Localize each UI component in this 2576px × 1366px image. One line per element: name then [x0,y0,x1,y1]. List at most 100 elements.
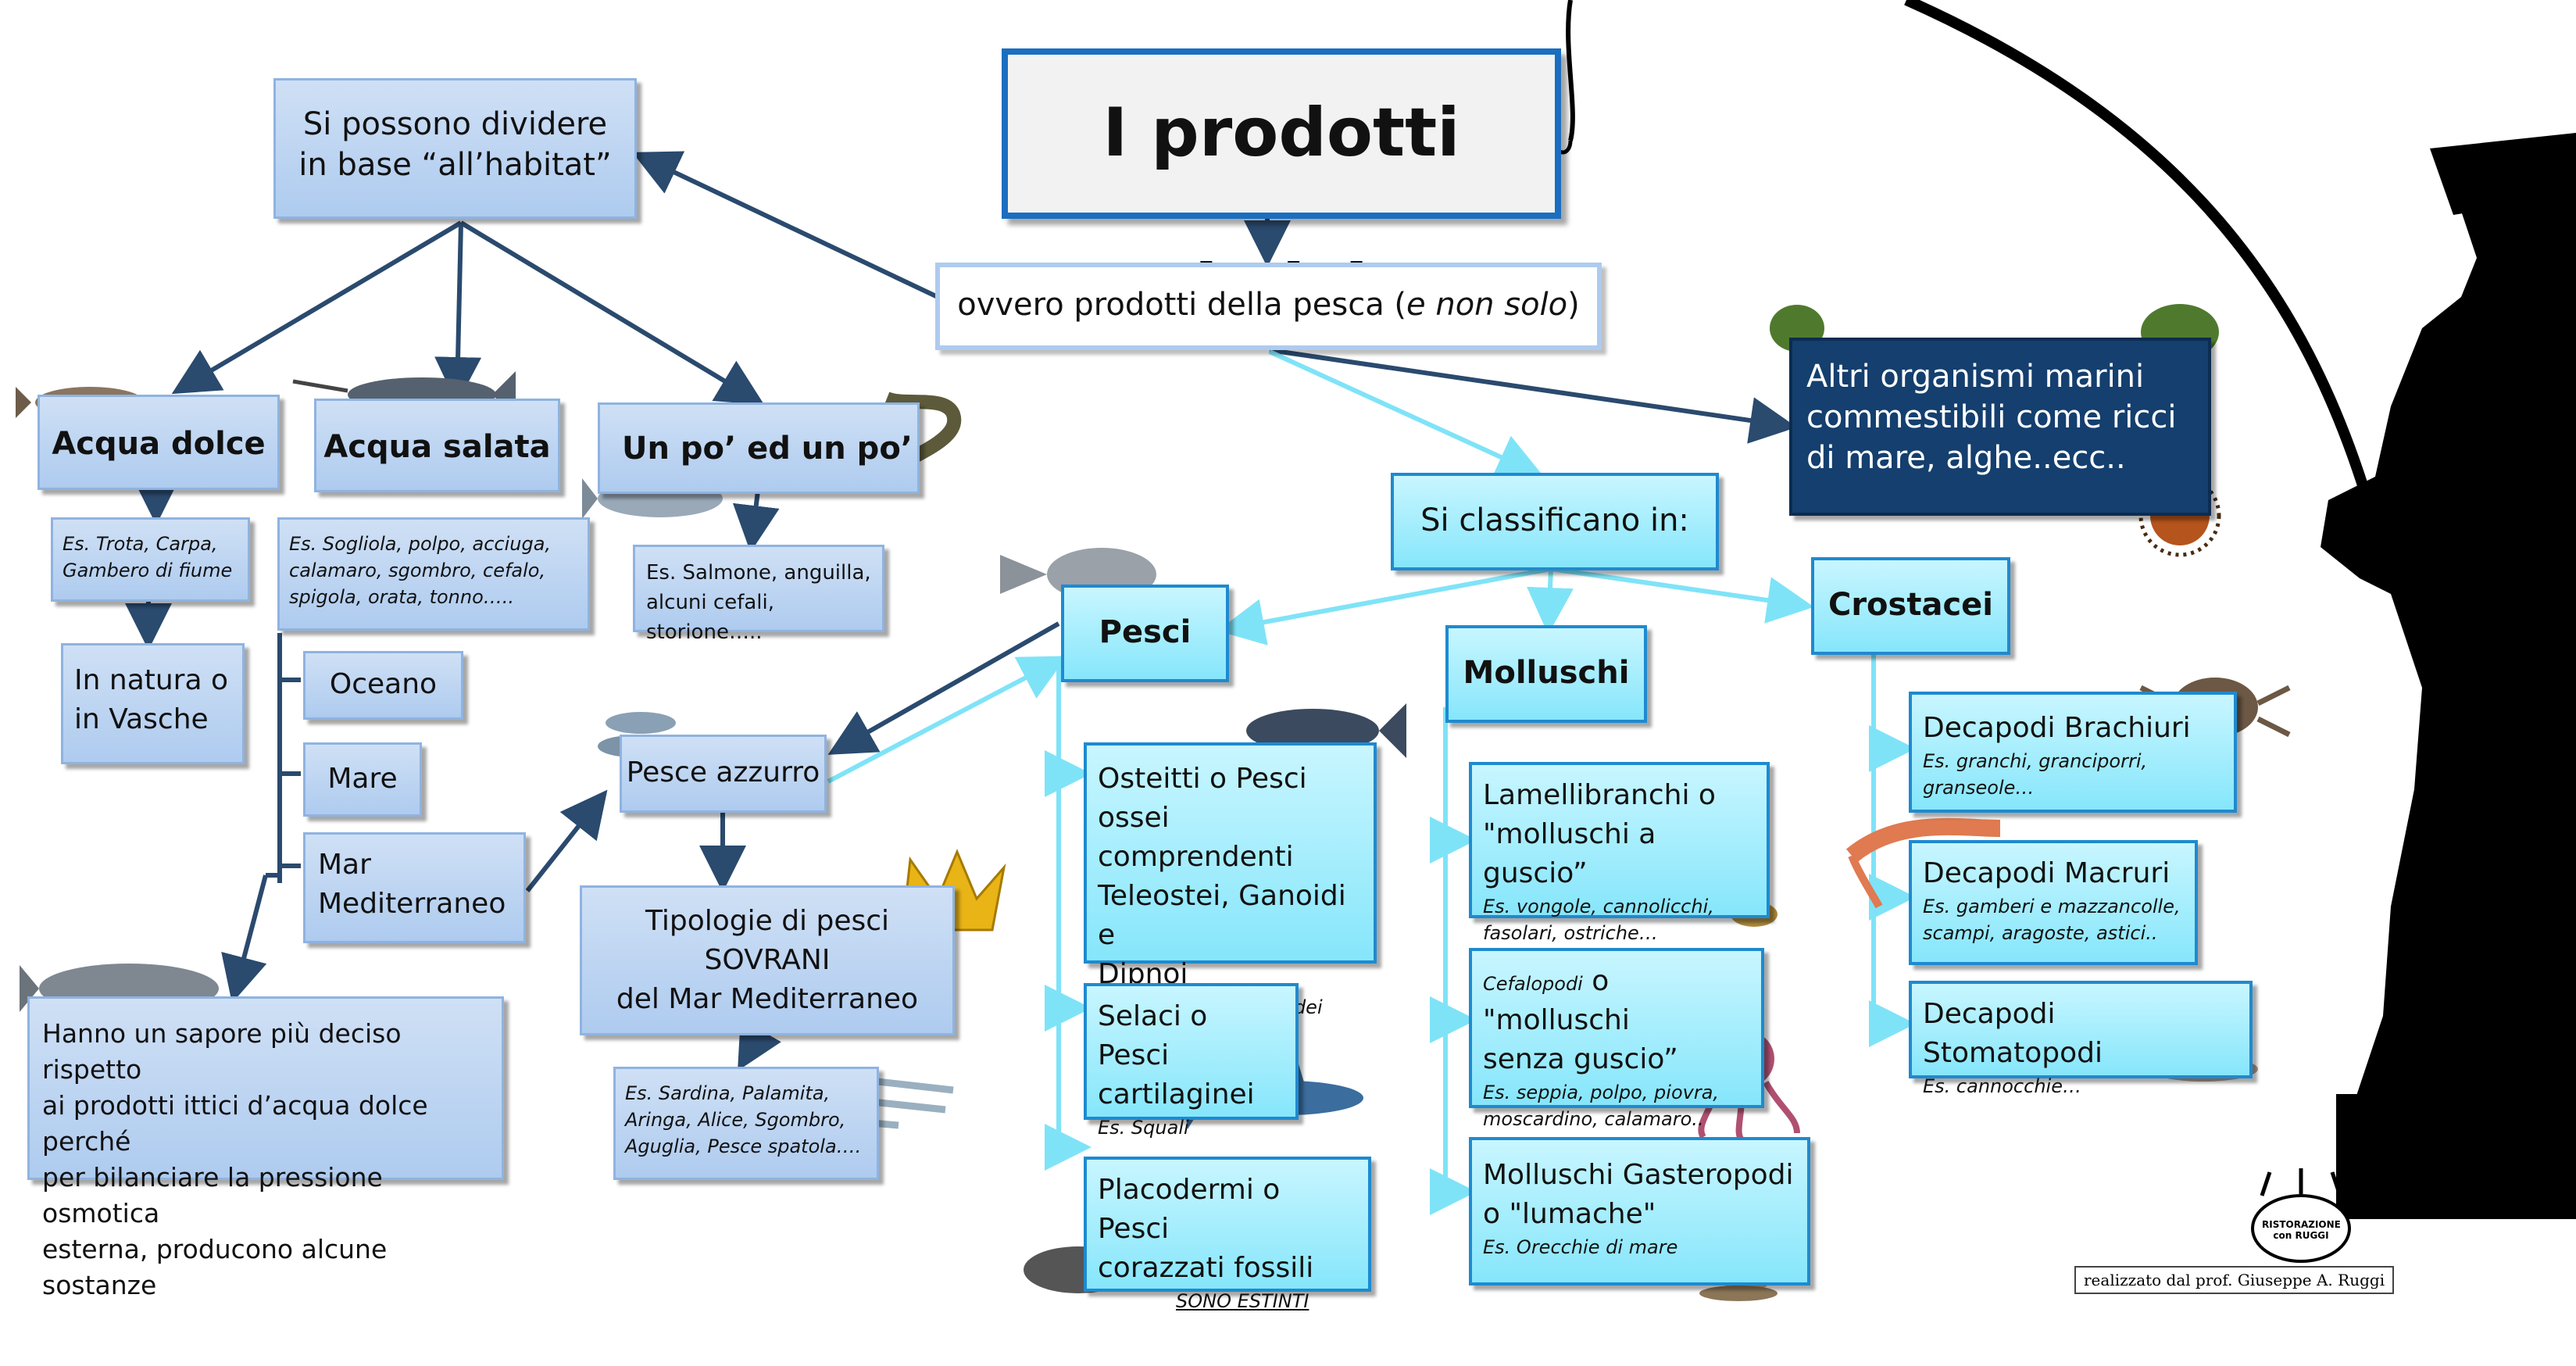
sovrani-line1: Tipologie di pesci [645,905,890,937]
acqua-salata-ex2: calamaro, sgombro, cefalo, [289,560,546,581]
mare-box: Mare [303,742,422,817]
stomatopodi-ex: Es. cannocchie… [1923,1075,2081,1097]
osteitti-line3: Teleostei, Ganoidi e [1098,880,1346,951]
un-po-ex1: Es. Salmone, anguilla, [646,561,871,585]
logo-icon [2251,1168,2351,1263]
acqua-dolce-label: Acqua dolce [52,426,266,462]
shrimp-icon [1845,817,2001,909]
lamellibranchi-box: Lamellibranchi o "molluschi a guscio” Es… [1469,762,1770,944]
placodermi-line2: corazzati fossili [1098,1252,1314,1284]
acqua-salata-ex3: spigola, orata, tonno….. [289,586,515,608]
gaster-line2: o "lumache" [1483,1198,1656,1230]
macruri-ex2: scampi, aragoste, astici.. [1923,922,2158,944]
sapore-box: Hanno un sapore più deciso rispetto ai p… [27,996,504,1300]
mediterraneo-line1: Mar [318,849,371,881]
gaster-line1: Molluschi Gasteropodi [1483,1159,1794,1191]
un-po-box: Un po’ ed un po’ [598,402,920,494]
altri-line3: di mare, alghe..ecc.. [1806,440,2126,476]
main-title: I prodotti ittici [1002,48,1561,328]
lamelli-line2: "molluschi a guscio” [1483,818,1656,889]
sapore-line1: Hanno un sapore più deciso rispetto [42,1018,402,1085]
un-po-label: Un po’ ed un po’ [622,431,913,467]
mare-label: Mare [327,763,398,795]
sovrani-line2: SOVRANI [704,944,831,976]
cefalopodi-box: Cefalopodi o "molluschi senza guscio” Es… [1469,948,1764,1130]
acqua-dolce-box: Acqua dolce [38,395,280,490]
molluschi-label: Molluschi [1463,655,1630,691]
sapore-line4: esterna, producono alcune sostanze [42,1234,388,1300]
sapore-line2: ai prodotti ittici d’acqua dolce perché [42,1090,428,1157]
un-po-examples: Es. Salmone, anguilla, alcuni cefali, st… [633,545,884,644]
lamelli-ex2: fasolari, ostriche… [1483,922,1658,944]
lamelli-line1: Lamellibranchi o [1483,779,1716,811]
acqua-dolce-ex1: Es. Trota, Carpa, [63,533,218,555]
altri-box: Altri organismi marini commestibili come… [1789,338,2211,516]
habitat-line1: Si possono dividere [302,106,608,142]
subtitle-em: e non solo [1406,287,1568,323]
pesce-azzurro-examples: Es. Sardina, Palamita, Aringa, Alice, Sg… [613,1067,879,1180]
acqua-salata-box: Acqua salata [314,399,560,492]
habitat-line2: in base “all’habitat” [298,147,612,183]
cefalo-ex2: moscardino, calamaro.. [1483,1108,1704,1130]
crostacei-label: Crostacei [1827,587,1994,623]
cefalo-prefix: Cefalopodi [1483,973,1583,995]
stomatopodi-box: Decapodi Stomatopodi Es. cannocchie… [1909,981,2253,1097]
brachiuri-ex: Es. granchi, granciporri, granseole… [1923,750,2148,799]
pesce-azzurro-label: Pesce azzurro [626,756,820,788]
acqua-salata-examples: Es. Sogliola, polpo, acciuga, calamaro, … [277,517,590,631]
oceano-box: Oceano [303,651,463,720]
macruri-label: Decapodi Macruri [1923,857,2170,889]
sovrani-line3: del Mar Mediterraneo [616,983,919,1015]
placodermi-line1: Placodermi o Pesci [1098,1174,1281,1245]
mediterraneo-box: Mar Mediterraneo [303,832,526,943]
brachiuri-box: Decapodi Brachiuri Es. granchi, grancipo… [1909,692,2237,813]
logo-text: RISTORAZIONE con RUGGI [2262,1219,2341,1241]
selaci-line2: cartilaginei [1098,1078,1255,1110]
pesce-azzurro-box: Pesce azzurro [620,735,827,813]
pesci-label: Pesci [1099,614,1192,650]
selaci-box: Selaci o Pesci cartilaginei Es. Squali [1084,983,1299,1139]
cefalo-line2: senza guscio” [1483,1043,1678,1075]
fisherman-silhouette-icon [1554,0,2576,1219]
habitat-box: Si possono dividere in base “all’habitat… [273,78,637,219]
pesce-azzurro-ex3: Aguglia, Pesce spatola…. [625,1135,862,1157]
mediterraneo-line2: Mediterraneo [318,888,506,920]
osteitti-line2: comprendenti [1098,841,1294,873]
lamelli-ex1: Es. vongole, cannolicchi, [1483,896,1714,917]
un-po-ex2: alcuni cefali, storione….. [646,591,774,644]
oceano-label: Oceano [329,668,438,700]
acqua-dolce-examples: Es. Trota, Carpa, Gambero di fiume [51,517,250,602]
altri-line2: commestibili come ricci [1806,399,2177,435]
classificano-label: Si classificano in: [1420,502,1689,538]
acqua-salata-ex1: Es. Sogliola, polpo, acciuga, [289,533,552,555]
natura-line1: In natura o [74,664,229,696]
pesce-azzurro-ex2: Aringa, Alice, Sgombro, [625,1109,846,1131]
gaster-ex: Es. Orecchie di mare [1483,1236,1678,1258]
subtitle-box: ovvero prodotti della pesca (e non solo) [935,263,1602,350]
classificano-box: Si classificano in: [1391,473,1719,570]
stomatopodi-label: Decapodi Stomatopodi [1923,998,2103,1069]
acqua-salata-label: Acqua salata [323,429,551,465]
subtitle-post: ) [1567,287,1580,323]
macruri-ex1: Es. gamberi e mazzancolle, [1923,896,2181,917]
gasteropodi-box: Molluschi Gasteropodi o "lumache" Es. Or… [1469,1137,1810,1286]
brachiuri-label: Decapodi Brachiuri [1923,712,2191,744]
subtitle-pre: ovvero prodotti della pesca ( [957,287,1407,323]
selaci-line1: Selaci o Pesci [1098,1000,1208,1071]
osteitti-box: Osteitti o Pesci ossei comprendenti Tele… [1084,742,1377,1045]
altri-line1: Altri organismi marini [1806,359,2145,395]
sapore-line3: per bilanciare la pressione osmotica [42,1162,383,1228]
natura-line2: in Vasche [74,703,209,735]
macruri-box: Decapodi Macruri Es. gamberi e mazzancol… [1909,840,2198,965]
selaci-ex: Es. Squali [1098,1117,1189,1139]
cefalo-ex1: Es. seppia, polpo, piovra, [1483,1082,1720,1103]
placodermi-box: Placodermi o Pesci corazzati fossili SON… [1084,1157,1371,1312]
pesci-box: Pesci [1061,585,1229,682]
osteitti-line1: Osteitti o Pesci ossei [1098,763,1307,834]
sovrani-box: Tipologie di pesci SOVRANI del Mar Medit… [580,885,955,1035]
tuna-icon [1246,703,1406,758]
molluschi-box: Molluschi [1445,625,1647,723]
natura-box: In natura o in Vasche [61,643,245,764]
crostacei-box: Crostacei [1811,557,2010,655]
